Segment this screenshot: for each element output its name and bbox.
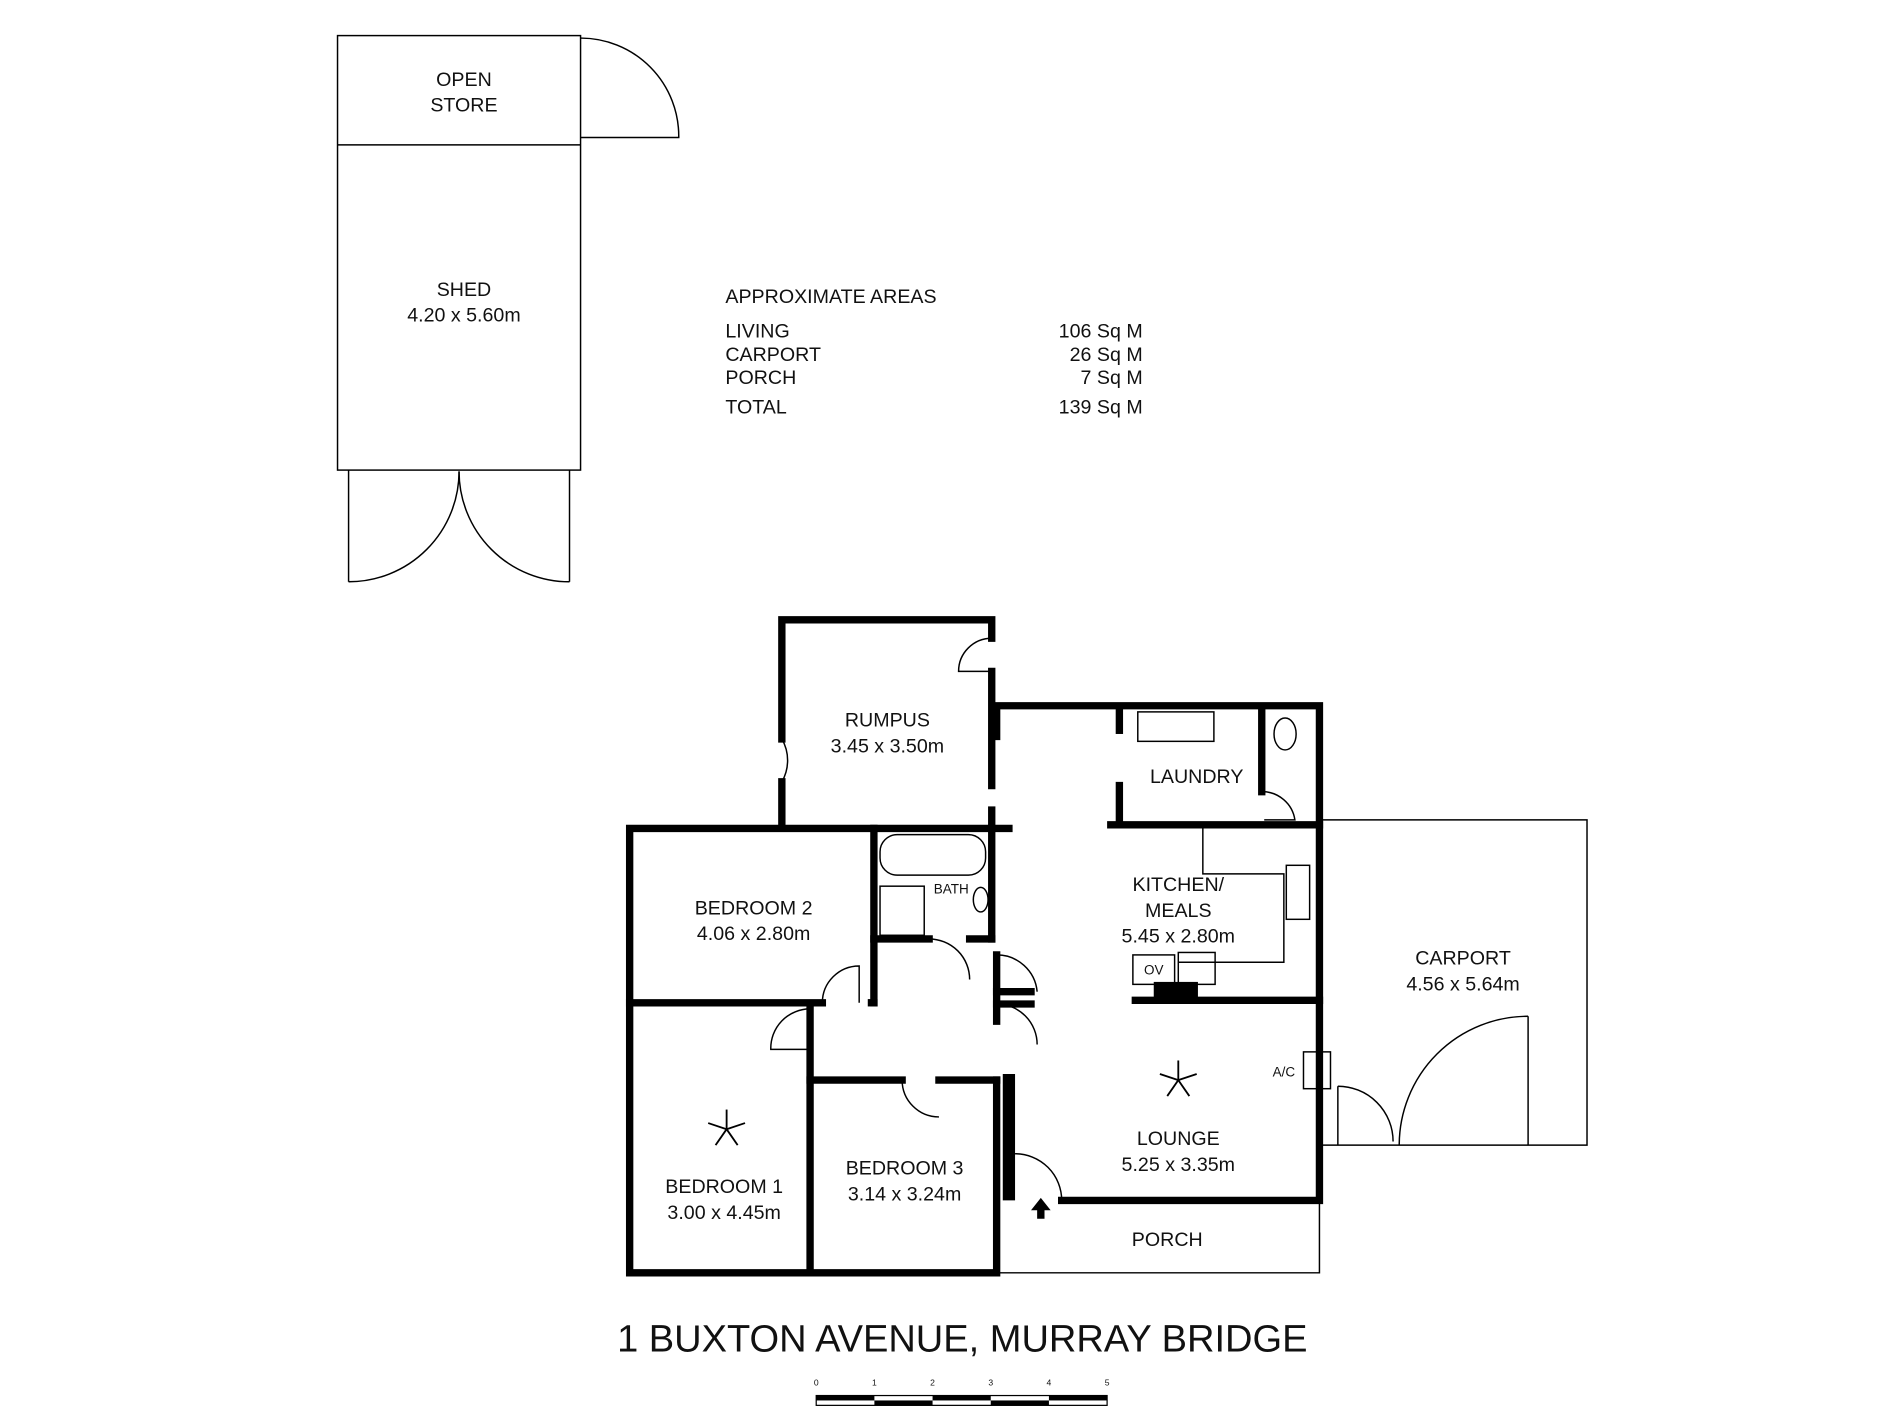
rumpus-label: RUMPUS bbox=[845, 710, 930, 732]
kitchen-label-2: MEALS bbox=[1145, 900, 1212, 922]
kitchen-dims: 5.45 x 2.80m bbox=[1122, 926, 1235, 948]
cooktop bbox=[1177, 951, 1216, 986]
open-store-label-2: STORE bbox=[430, 95, 497, 117]
bedroom3-dims: 3.14 x 3.24m bbox=[848, 1183, 961, 1205]
laundry-label: LAUNDRY bbox=[1150, 766, 1243, 788]
scale-tick: 0 bbox=[814, 1378, 819, 1388]
walls bbox=[625, 616, 1324, 1277]
area-value: 106 Sq M bbox=[1059, 321, 1143, 343]
shed-structure bbox=[336, 34, 680, 583]
area-value: 26 Sq M bbox=[1070, 344, 1143, 366]
bedroom1-dims: 3.00 x 4.45m bbox=[667, 1202, 780, 1224]
bedroom1-label: BEDROOM 1 bbox=[665, 1176, 783, 1198]
area-value: 7 Sq M bbox=[1081, 367, 1143, 389]
scale-tick: 3 bbox=[988, 1378, 993, 1388]
porch-label: PORCH bbox=[1132, 1229, 1203, 1251]
areas-heading: APPROXIMATE AREAS bbox=[725, 286, 936, 308]
carport-label: CARPORT bbox=[1415, 948, 1511, 970]
bedroom3-label: BEDROOM 3 bbox=[846, 1158, 964, 1180]
oven-label: OV bbox=[1144, 963, 1164, 978]
lounge-label: LOUNGE bbox=[1137, 1128, 1220, 1150]
scale-bar: 0 1 2 3 4 5 bbox=[814, 1378, 1110, 1406]
basin bbox=[972, 886, 989, 913]
doors bbox=[770, 637, 1296, 1201]
open-store-label: OPEN bbox=[436, 69, 492, 91]
area-label: LIVING bbox=[725, 321, 789, 343]
lounge-dims: 5.25 x 3.35m bbox=[1122, 1154, 1235, 1176]
bathtub bbox=[879, 833, 987, 876]
shower bbox=[879, 885, 925, 937]
shed-dims: 4.20 x 5.60m bbox=[407, 305, 520, 327]
kitchen-sink bbox=[1285, 864, 1311, 921]
toilet bbox=[1273, 717, 1297, 751]
ac-label: A/C bbox=[1273, 1064, 1296, 1079]
bath-label: BATH bbox=[934, 882, 969, 897]
laundry-tub bbox=[1137, 711, 1215, 743]
property-title: 1 BUXTON AVENUE, MURRAY BRIDGE bbox=[617, 1318, 1307, 1360]
bedroom2-label: BEDROOM 2 bbox=[695, 897, 813, 919]
area-value: 139 Sq M bbox=[1059, 397, 1143, 419]
carport-outline bbox=[996, 819, 1588, 1274]
scale-tick: 1 bbox=[872, 1378, 877, 1388]
scale-tick: 2 bbox=[930, 1378, 935, 1388]
ceiling-fan-icon bbox=[1159, 1060, 1197, 1097]
area-label: CARPORT bbox=[725, 344, 821, 366]
entry-arrow-icon bbox=[1031, 1197, 1051, 1219]
fixtures: OV A/C bbox=[707, 711, 1332, 1219]
carport-dims: 4.56 x 5.64m bbox=[1406, 974, 1519, 996]
shed-label: SHED bbox=[437, 279, 492, 301]
scale-tick: 4 bbox=[1047, 1378, 1052, 1388]
area-label: PORCH bbox=[725, 367, 796, 389]
rumpus-dims: 3.45 x 3.50m bbox=[831, 735, 944, 757]
ceiling-fan-icon bbox=[707, 1109, 746, 1146]
ac-unit bbox=[1302, 1051, 1332, 1090]
area-label: TOTAL bbox=[725, 397, 787, 419]
oven bbox=[1132, 954, 1176, 986]
kitchen-label: KITCHEN/ bbox=[1132, 874, 1224, 896]
areas-table: APPROXIMATE AREAS LIVING 106 Sq M CARPOR… bbox=[725, 286, 1142, 418]
scale-tick: 5 bbox=[1105, 1378, 1110, 1388]
bedroom2-dims: 4.06 x 2.80m bbox=[697, 923, 810, 945]
